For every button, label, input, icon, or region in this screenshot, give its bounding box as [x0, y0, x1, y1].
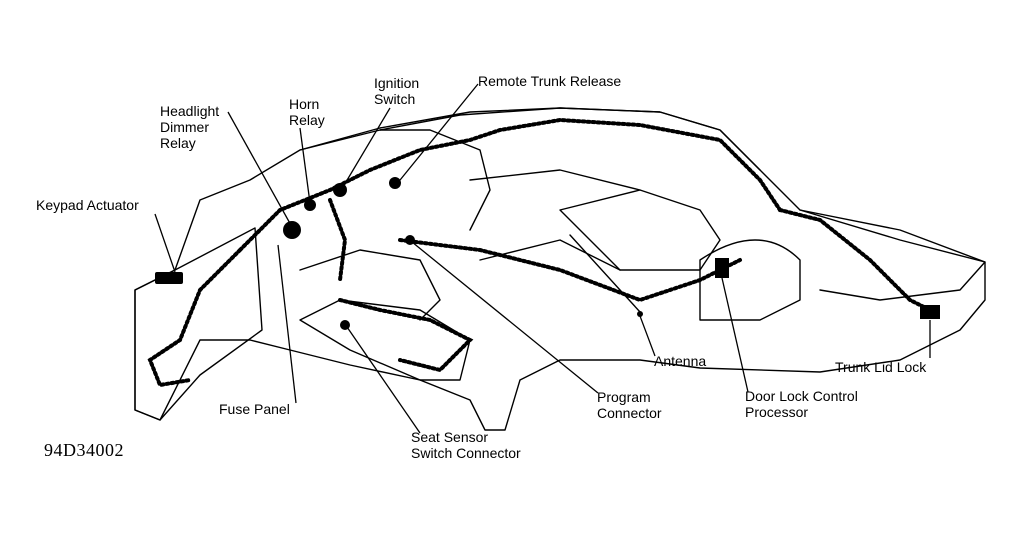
label-fuse-panel: Fuse Panel: [219, 401, 290, 417]
console: [299, 249, 441, 321]
front-seat: [299, 299, 471, 381]
leader-door-lock-control-processor: [721, 277, 749, 393]
label-horn-relay: Horn Relay: [289, 96, 325, 128]
leader-seat-sensor-switch-connector: [346, 326, 421, 434]
harness-center: [328, 198, 348, 282]
door-panel: [134, 227, 263, 421]
label-keypad-actuator: Keypad Actuator: [36, 197, 139, 213]
car-body-outline: [134, 107, 986, 431]
horn-relay-part: [304, 199, 316, 211]
windshield: [379, 129, 491, 231]
harness-dash: [238, 117, 782, 252]
leader-headlight-dimmer-relay: [227, 111, 293, 228]
leader-antenna: [639, 315, 656, 357]
rear-seat: [559, 189, 721, 271]
keypad-actuator-part: [155, 272, 183, 284]
leader-program-connector: [411, 241, 599, 394]
harness-floor: [398, 238, 742, 303]
label-antenna: Antenna: [654, 353, 707, 369]
label-trunk-lid-lock: Trunk Lid Lock: [835, 359, 927, 375]
figure-code: 94D34002: [44, 440, 124, 460]
label-headlight-dimmer-relay: Headlight Dimmer Relay: [160, 103, 220, 151]
ignition-switch-part: [333, 183, 347, 197]
leader-fuse-panel: [277, 244, 297, 404]
label-ignition-switch: Ignition Switch: [374, 75, 420, 107]
label-program-connector: Program Connector: [597, 389, 662, 421]
remote-trunk-release-part: [389, 177, 401, 189]
harness-seat: [338, 298, 474, 373]
leader-horn-relay: [299, 127, 311, 204]
door-lock-processor-part: [715, 258, 729, 278]
antenna-base-part: [637, 311, 643, 317]
leader-keypad-actuator: [154, 213, 176, 273]
label-door-lock-control-processor: Door Lock Control Processor: [745, 388, 858, 420]
trunk-lid: [799, 209, 986, 301]
label-remote-trunk-release: Remote Trunk Release: [478, 73, 622, 89]
leader-remote-trunk-release: [395, 83, 479, 186]
fuse-panel-part: [283, 221, 301, 239]
harness-door: [147, 248, 242, 388]
leader-ignition-switch: [339, 107, 391, 193]
harness-trunk: [778, 208, 932, 312]
trunk-lid-lock-part: [920, 305, 940, 319]
wheel-arch: [699, 239, 801, 321]
label-seat-sensor-switch-connector: Seat Sensor Switch Connector: [411, 429, 521, 461]
antenna-rod: [569, 234, 641, 313]
roof-line: [299, 107, 761, 171]
